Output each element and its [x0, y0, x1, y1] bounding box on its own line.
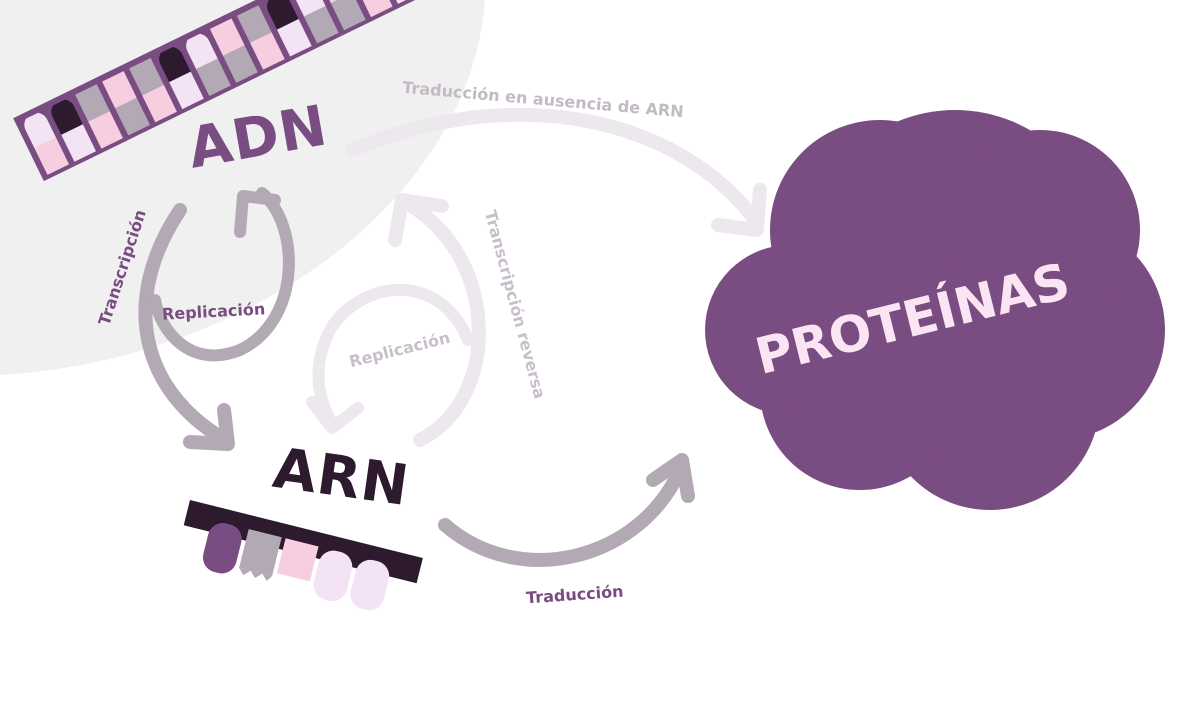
transcription-arrow [138, 203, 232, 447]
translation-arrowhead [646, 453, 695, 503]
reverse-transcription-arrowhead [388, 193, 449, 247]
rna-replication-arrowhead [306, 396, 364, 434]
dna-replication-arrowhead [234, 190, 281, 238]
translation-without-rna-arrowhead [711, 183, 767, 237]
proteins-cloud [705, 110, 1165, 510]
rna-strand-graphic [183, 499, 423, 611]
reverse-transcription-arrow [403, 198, 486, 447]
rna-replication-arrow [312, 284, 474, 426]
dna-strand-graphic [13, 0, 494, 182]
translation-without-rna-arrow [345, 107, 762, 227]
transcription-arrowhead [183, 403, 235, 451]
translation-arrow [438, 463, 687, 567]
dna-replication-arrow [149, 187, 295, 362]
